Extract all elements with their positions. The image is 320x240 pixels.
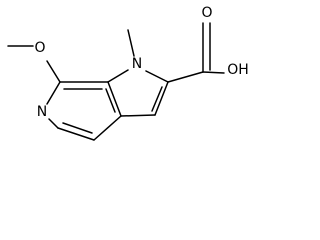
bond-c3-c3a [120, 114, 156, 117]
bond-c4-c5 [57, 127, 95, 141]
bond-c2-carboxyl [167, 71, 204, 83]
bond-n1-c2 [145, 70, 169, 83]
bond-c4-c5-double [62, 122, 93, 134]
bond-c7-o [46, 60, 61, 83]
pyridine-nitrogen-label: N [37, 104, 47, 120]
bond-c2-c3 [154, 81, 169, 116]
n-methyl-bond [127, 29, 135, 57]
bond-n6-c7 [46, 81, 61, 105]
bond-c5-n6 [48, 118, 59, 129]
methoxy-oxygen-label: O [34, 40, 45, 56]
bond-c3a-c7a-double [105, 88, 116, 113]
bond-lines [7, 22, 225, 141]
ring-nitrogen-label: N [132, 56, 142, 72]
bond-c7a-n1 [107, 69, 129, 83]
atom-labels: N N O O OH [34, 5, 248, 120]
bond-c-oh [202, 71, 225, 74]
hydroxyl-label: OH [227, 62, 249, 78]
bond-c3a-c7a [107, 81, 122, 117]
bond-c2-c3-double [151, 86, 163, 112]
chemical-structure: N N O O OH [7, 5, 249, 141]
bond-c3a-c4 [93, 115, 122, 141]
carbonyl-oxygen-label: O [201, 5, 212, 21]
